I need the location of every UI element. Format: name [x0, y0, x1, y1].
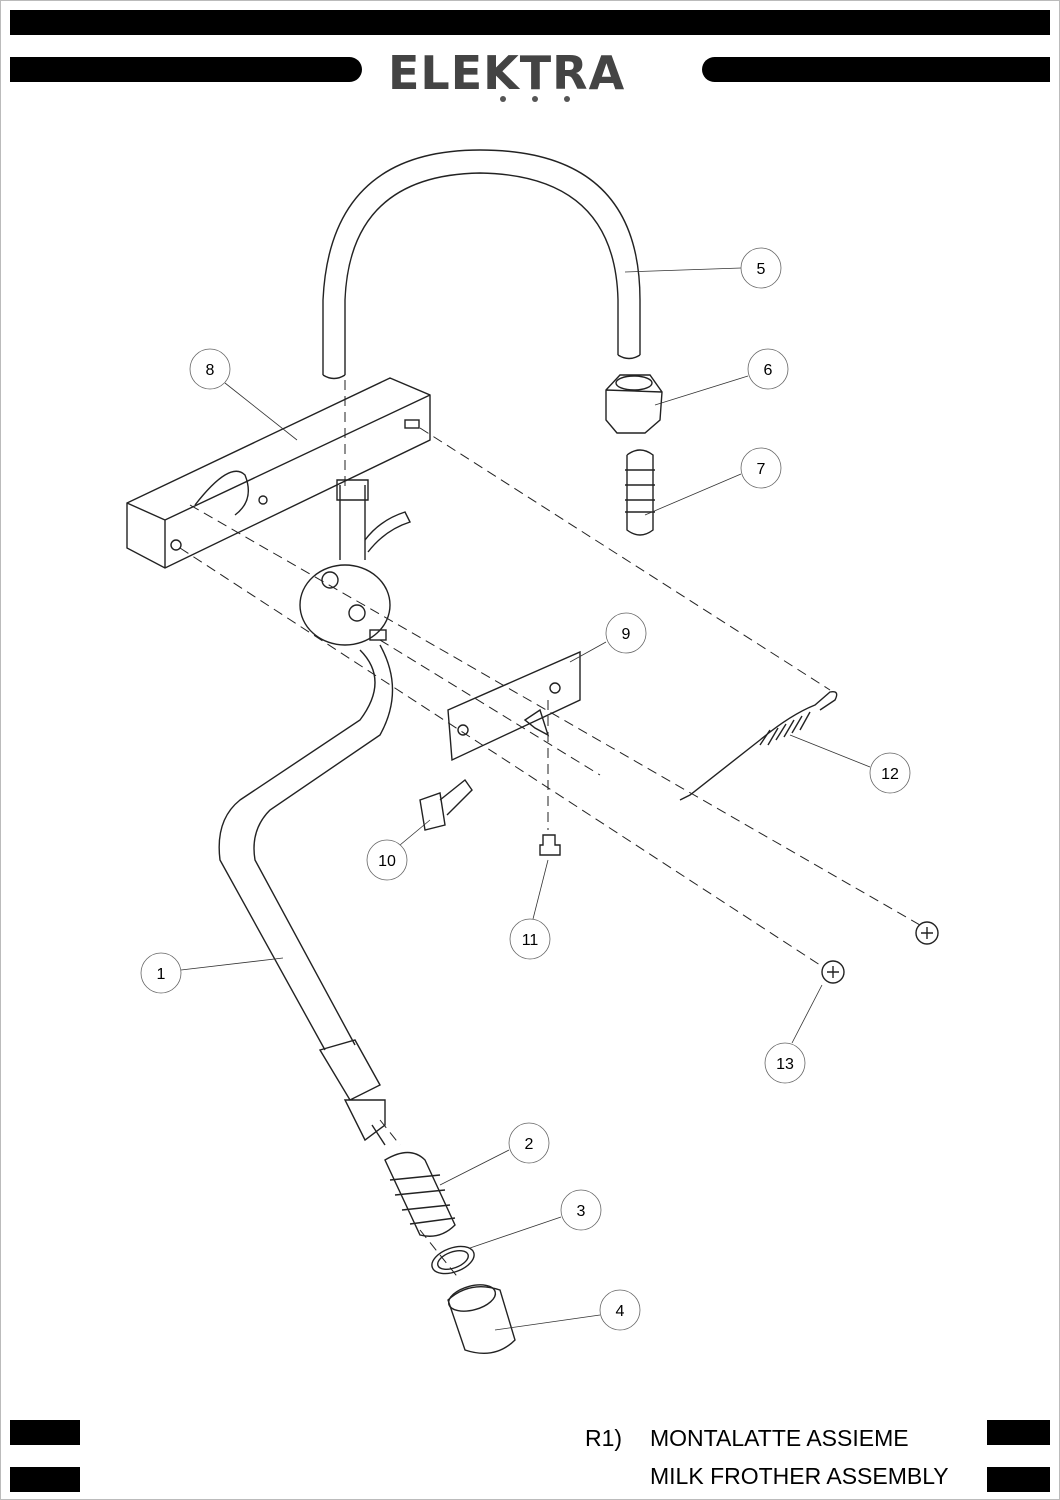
callout-6: 6: [764, 362, 773, 379]
title-italian: MONTALATTE ASSIEME: [650, 1425, 909, 1451]
part-1-wand: [218, 644, 394, 1051]
footer-bar-left-2: [10, 1467, 80, 1492]
callout-3: 3: [577, 1203, 586, 1220]
brand-logo: ELEKTRA: [388, 46, 626, 100]
part-4-tip: [447, 1286, 516, 1354]
part-12-spring: [679, 690, 838, 801]
callout-12: 12: [881, 766, 899, 783]
callout-1: 1: [157, 966, 166, 983]
callout-5: 5: [757, 261, 766, 278]
header-bar-left: [10, 57, 362, 82]
part-5-pipe: [322, 149, 641, 375]
header-bar-right: [702, 57, 1050, 82]
screw-13a: [821, 960, 845, 984]
callout-4: 4: [616, 1303, 625, 1320]
part-10-knob: [419, 778, 473, 831]
part-7-fitting: [625, 449, 655, 536]
part-6-nut: [605, 374, 663, 434]
callout-10: 10: [378, 853, 396, 870]
logo-dots: [500, 96, 570, 102]
callout-9: 9: [622, 626, 631, 643]
title-english: MILK FROTHER ASSEMBLY: [650, 1463, 949, 1489]
part-3-oring: [431, 1245, 475, 1275]
part-8-bracket: [126, 377, 431, 569]
header-bar-top: [10, 10, 1050, 35]
footer-bar-right-1: [987, 1420, 1050, 1445]
callout-13: 13: [776, 1056, 794, 1073]
drawing-code: R1): [585, 1425, 623, 1451]
part-11-screw: [539, 834, 561, 856]
callout-8: 8: [206, 362, 215, 379]
spring-coils: [759, 711, 811, 746]
part-9-plate: [447, 650, 581, 762]
screw-13b: [915, 921, 939, 945]
part-2-bellows: [384, 1151, 456, 1237]
valve-body: [299, 564, 391, 646]
callout-2: 2: [525, 1136, 534, 1153]
callout-7: 7: [757, 461, 766, 478]
footer-bar-left-1: [10, 1420, 80, 1445]
callout-11: 11: [522, 932, 539, 949]
footer-bar-right-2: [987, 1467, 1050, 1492]
assembly-lines: [179, 380, 921, 1281]
